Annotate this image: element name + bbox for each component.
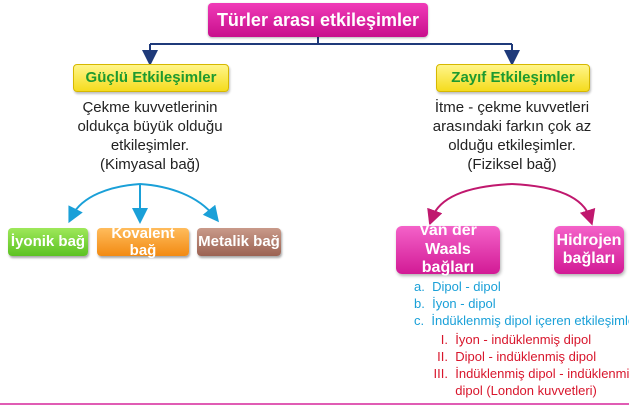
- list-text: Dipol - dipol: [432, 279, 501, 294]
- list-text: Dipol - indüklenmiş dipol: [455, 349, 597, 364]
- weak-desc-line: İtme - çekme kuvvetleri: [434, 99, 590, 116]
- list-marker: III.: [433, 366, 448, 381]
- arrow-to-vdw: [427, 183, 513, 226]
- ionic-bond-box: İyonik bağ: [8, 228, 88, 256]
- list-marker: c.: [414, 313, 425, 328]
- weak-interactions-box: Zayıf Etkileşimler: [436, 64, 590, 92]
- induced-list-item: III. İndüklenmiş dipol - indüklenmiş: [424, 365, 629, 382]
- arrow-to-ionic: [68, 183, 141, 224]
- weak-desc-line: arasındaki farkın çok az: [432, 118, 592, 135]
- list-marker: I.: [440, 332, 448, 347]
- strong-desc-line: etkileşimler.: [110, 137, 190, 154]
- list-marker: a.: [414, 279, 425, 294]
- hydrogen-bond-box: Hidrojen bağları: [554, 226, 624, 274]
- van-der-waals-box: Van der Waals bağları: [396, 222, 500, 277]
- weak-desc-line: (Fiziksel bağ): [467, 156, 557, 173]
- vdw-line-1: Van der Waals: [419, 222, 477, 258]
- hydrogen-line-1: Hidrojen: [556, 231, 622, 249]
- list-text: İndüklenmiş dipol içeren etkileşimler: [431, 313, 629, 328]
- list-text: dipol (London kuvvetleri): [455, 383, 597, 398]
- hydrogen-line-2: bağları: [562, 250, 616, 267]
- induced-list-item: I. İyon - indüklenmiş dipol: [424, 331, 629, 348]
- strong-description: Çekme kuvvetlerinin oldukça büyük olduğu…: [60, 98, 240, 174]
- vdw-list: a. Dipol - dipol b. İyon - dipol c. İndü…: [414, 278, 629, 329]
- vdw-list-item: c. İndüklenmiş dipol içeren etkileşimler: [414, 312, 629, 329]
- induced-list-item: II. Dipol - indüklenmiş dipol: [424, 348, 629, 365]
- vdw-list-item: b. İyon - dipol: [414, 295, 629, 312]
- vdw-list-item: a. Dipol - dipol: [414, 278, 629, 295]
- diagram-title: Türler arası etkileşimler: [208, 3, 428, 37]
- arrow-to-hydrogen: [511, 183, 596, 226]
- strong-interactions-box: Güçlü Etkileşimler: [73, 64, 229, 92]
- vdw-line-2: bağları: [421, 259, 475, 277]
- strong-desc-line: (Kimyasal bağ): [99, 156, 201, 173]
- list-text: İyon - indüklenmiş dipol: [455, 332, 592, 347]
- bottom-divider: [0, 403, 629, 405]
- covalent-bond-box: Kovalent bağ: [97, 225, 189, 259]
- induced-list-item: dipol (London kuvvetleri): [424, 382, 629, 399]
- weak-desc-line: olduğu etkileşimler.: [448, 137, 576, 154]
- weak-description: İtme - çekme kuvvetleri arasındaki farkı…: [412, 98, 612, 174]
- arrow-to-metallic: [139, 183, 220, 223]
- induced-dipole-list: I. İyon - indüklenmiş dipol II. Dipol - …: [424, 331, 629, 399]
- strong-desc-line: Çekme kuvvetlerinin: [82, 99, 218, 116]
- list-marker: II.: [437, 349, 448, 364]
- list-text: İyon - dipol: [432, 296, 496, 311]
- metallic-bond-box: Metalik bağ: [197, 228, 281, 256]
- list-text: İndüklenmiş dipol - indüklenmiş: [455, 366, 629, 381]
- strong-desc-line: oldukça büyük olduğu: [77, 118, 223, 135]
- list-marker: b.: [414, 296, 425, 311]
